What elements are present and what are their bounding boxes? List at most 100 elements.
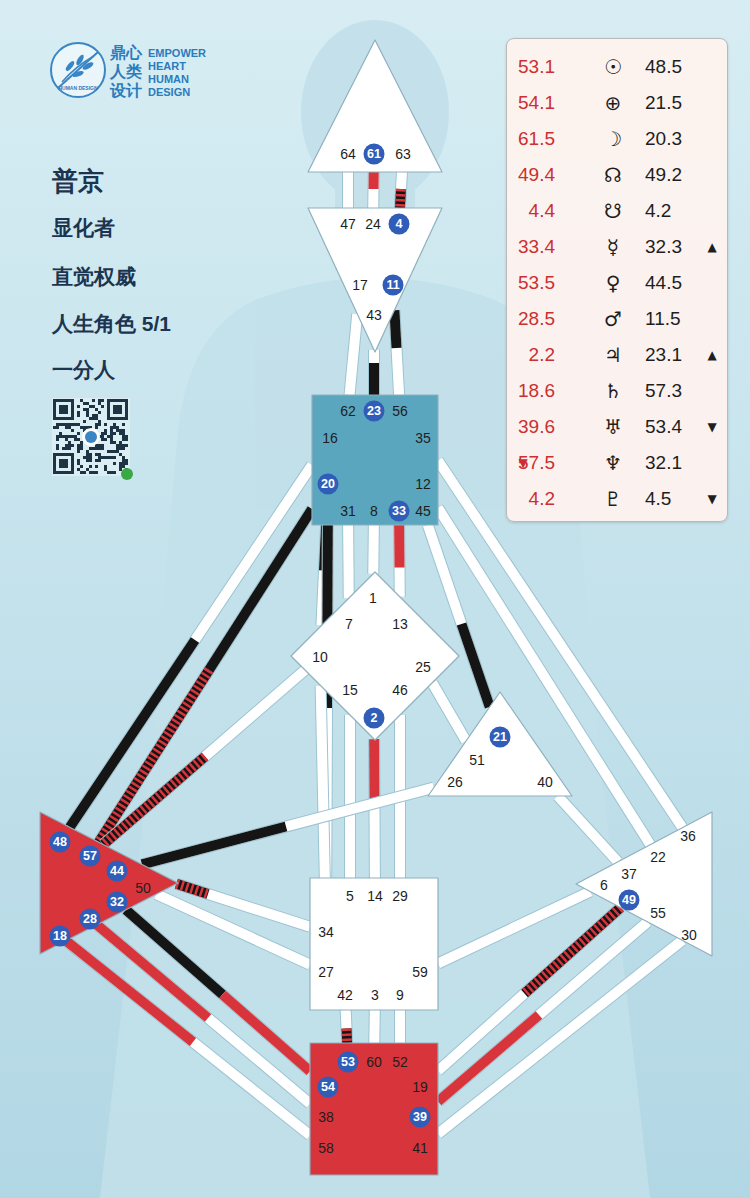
gate-number: 45 [415, 503, 431, 519]
gate-number: 2 [364, 708, 385, 729]
ajna-center: 47244171143 [308, 208, 442, 352]
gate-number: 24 [365, 216, 381, 232]
gate-number: 64 [340, 146, 356, 162]
gate-number: 22 [650, 849, 666, 865]
gate-line-value: 4.4 [529, 200, 555, 222]
root-center: 536052541938395841 [310, 1043, 438, 1175]
gate-line-value: 49.2 [645, 164, 682, 186]
gate-number: 1 [369, 590, 377, 606]
channel [103, 670, 305, 845]
gate-number: 3 [371, 987, 379, 1003]
channel [438, 940, 682, 1133]
channel [438, 922, 648, 1102]
g-center: 1713102515462 [291, 572, 459, 740]
planet-symbol: ☉ [604, 56, 622, 78]
throat-center: 622356163520123183345 [312, 395, 438, 525]
gate-number: 41 [412, 1140, 428, 1156]
heart-center: 21512640 [428, 692, 572, 796]
gate-number: 11 [383, 275, 404, 296]
channel [66, 941, 310, 1136]
gate-line-value: 39.6 [518, 416, 555, 438]
gate-number: 27 [318, 964, 334, 980]
channel [373, 525, 375, 574]
planet-symbol: ♃ [604, 344, 622, 366]
channel [373, 172, 375, 208]
planet-symbol: ☊ [604, 164, 622, 186]
direction-arrow: ▼ [707, 488, 716, 510]
gate-number: 37 [621, 866, 637, 882]
channel [97, 925, 310, 1104]
gate-number: 36 [680, 828, 696, 844]
gate-line-value: 53.5 [518, 272, 555, 294]
planet-symbol: ♀ [606, 272, 621, 294]
logo-text: 人类 [110, 63, 142, 81]
channel [432, 683, 466, 741]
gate-number: 15 [342, 682, 358, 698]
gate-number: 50 [135, 880, 151, 896]
channel [558, 796, 618, 862]
gate-line-value: 11.5 [645, 308, 681, 330]
chart-title: 普京 [52, 164, 104, 199]
gate-line-value: 4.2 [645, 200, 671, 222]
channel [394, 310, 399, 395]
logo-text: HUMAN DESIGN [58, 85, 97, 92]
logo-text: 设计 [110, 82, 142, 100]
gate-number: 38 [318, 1109, 334, 1125]
gate-number: 25 [415, 659, 431, 675]
gate-number: 23 [364, 401, 385, 422]
gate-number: 19 [412, 1079, 428, 1095]
logo-text: DESIGN [148, 86, 190, 99]
gate-line-value: 20.3 [645, 128, 682, 150]
planet-symbol: ☿ [607, 236, 619, 258]
channel [350, 715, 351, 878]
gate-number: 26 [447, 774, 463, 790]
gate-number: 56 [392, 403, 408, 419]
planet-symbol: ♂ [604, 308, 622, 330]
gate-line-value: 23.1 [645, 344, 682, 366]
gate-line-value: 53.4 [645, 416, 682, 438]
gate-number: 29 [392, 888, 408, 904]
gate-number: 43 [366, 307, 382, 323]
gate-line-value: 57.3 [645, 380, 682, 402]
gate-number: 8 [370, 503, 378, 519]
gate-number: 5 [346, 888, 354, 904]
gate-number: 44 [107, 861, 128, 882]
channel [374, 350, 375, 395]
gate-line-value: 4.5 [645, 488, 671, 510]
direction-arrow: ▲ [707, 344, 716, 366]
gate-number: 62 [340, 403, 356, 419]
gate-line-value: 28.5 [518, 308, 555, 330]
gate-number: 13 [392, 616, 408, 632]
logo-mark [51, 43, 105, 97]
channel [346, 1010, 347, 1043]
logo-text: HEART [148, 60, 186, 73]
gate-number: 53 [338, 1052, 359, 1073]
planet-symbol: ☋ [604, 200, 622, 222]
gate-line-value: 61.5 [518, 128, 555, 150]
gate-line-value: 48.5 [645, 56, 682, 78]
channel [176, 884, 310, 927]
direction-arrow: ▼ [707, 416, 716, 438]
gate-number: 17 [352, 277, 368, 293]
gate-line-value: 32.3 [645, 236, 682, 258]
planet-table: 53.1☉48.554.1⊕21.561.5☽20.349.4☊49.24.4☋… [506, 38, 728, 522]
channel [142, 788, 434, 865]
gate-line-value: 54.1 [518, 92, 555, 114]
channel [126, 910, 310, 1071]
chart-property: 直觉权威 [52, 265, 136, 288]
channel [399, 525, 401, 597]
gate-number: 42 [337, 987, 353, 1003]
qr-badge [82, 428, 133, 480]
gate-number: 31 [340, 503, 356, 519]
sacral-center: 514293427594239 [310, 878, 438, 1010]
gate-number: 9 [396, 987, 404, 1003]
gate-number: 10 [312, 649, 328, 665]
channel [400, 172, 402, 208]
planet-symbol: ♇ [604, 488, 622, 510]
channel [400, 1010, 401, 1043]
gate-number: 39 [410, 1107, 431, 1128]
channel [374, 1010, 375, 1043]
gate-number: 18 [50, 926, 71, 947]
qr-code [52, 398, 130, 476]
gate-number: 12 [415, 476, 431, 492]
